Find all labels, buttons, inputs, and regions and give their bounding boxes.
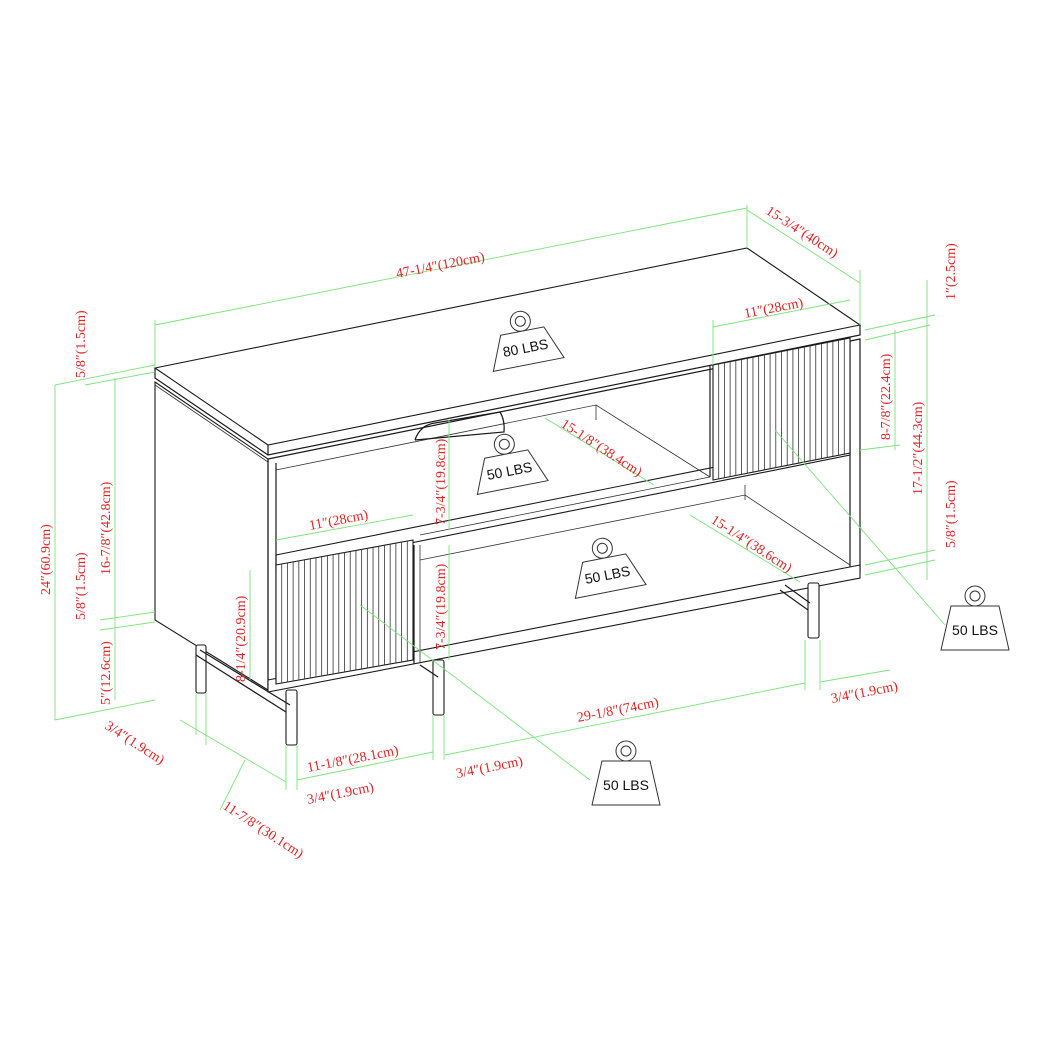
dim-upper-door-height: 8-7/8″(22.4cm) [879,353,894,440]
lower-compartment-back [419,494,851,566]
leg-front-left [285,689,298,746]
dim-leg-span-width: 29-1/8″(74cm) [576,695,660,726]
weight-icon [940,605,1010,651]
upper-drawer-handle [414,411,505,441]
leg-frame-right-2 [784,584,811,604]
weight-lower-shelf: 50 LBS [574,537,647,599]
upper-shelf-front [419,476,711,536]
dim-leg-height: 5″(12.6cm) [99,641,114,705]
dim-overall-depth: 15-3/4″(40cm) [763,204,841,262]
dim-leg-right-diameter: 3/4″(1.9cm) [830,679,900,707]
dim-cabinet-height-left: 16-7/8″(42.8cm) [99,481,114,575]
dim-bottom-panel-left: 5/8″(1.5cm) [74,552,89,620]
legs [195,582,820,746]
dim-leg-side-diameter: 3/4″(1.9cm) [102,719,167,769]
weight-icon [476,449,549,495]
bottom-panel [267,564,861,693]
dim-leg-back-diameter: 3/4″(1.9cm) [306,780,376,808]
furniture-body [153,247,862,746]
weight-icon [492,326,565,372]
weight-label: 50 LBS [952,622,998,638]
dim-leg-span-depth-inner: 11-1/8″(28.1cm) [306,743,400,775]
leg-frame-left [195,654,287,713]
weight-upper-shelf: 50 LBS [476,433,549,495]
weight-icon [574,553,647,599]
dim-leg-front-middle-diameter: 3/4″(1.9cm) [455,754,525,782]
right-door-slats [718,339,845,479]
weight-top: 80 LBS [492,310,565,372]
weight-left-cabinet: 50 LBS [591,740,661,806]
dim-top-thickness-left: 5/8″(1.5cm) [74,310,89,378]
left-door-slats [281,541,408,683]
dim-top-thickness-right: 1″(2.5cm) [944,243,959,300]
leg-back-right [807,582,820,639]
leg-front-middle [432,659,445,716]
dim-cabinet-height-right: 17-1/2″(44.3cm) [911,401,926,495]
dim-bottom-panel-right: 5/8″(1.5cm) [944,480,959,548]
leg-frame-mid [419,664,439,678]
dim-leg-span-depth: 11-7/8″(30.1cm) [220,799,306,862]
left-side-inner [154,384,269,463]
leg-frame-left-2 [199,649,291,706]
dim-lower-door-height: 8-1/4″(20.9cm) [234,595,249,682]
dimension-lines [54,205,946,811]
weight-label: 50 LBS [603,777,649,793]
dim-lower-shelf-depth: 15-1/4″(38.6cm) [708,513,795,577]
dim-overall-height: 24″(60.9cm) [39,524,54,595]
dim-upper-compartment-height: 7-3/4″(19.8cm) [434,438,449,525]
weight-right-cabinet: 50 LBS [940,585,1010,651]
weight-icon [591,760,661,806]
leg-frame-right [779,589,809,611]
dim-lower-door-width: 11″(28cm) [308,508,370,534]
dim-upper-shelf-depth: 15-1/8″(38.4cm) [558,417,645,481]
dim-overall-width: 47-1/4″(120cm) [395,250,486,282]
dim-lower-compartment-height: 7-3/4″(19.8cm) [434,563,449,650]
